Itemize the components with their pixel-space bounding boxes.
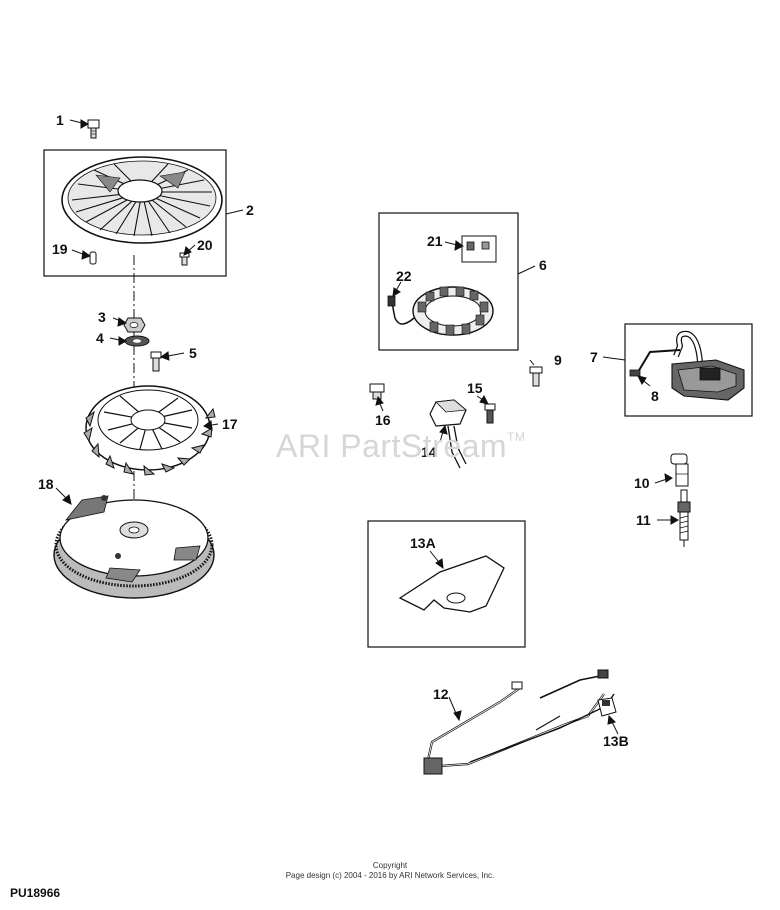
callout-4: 4 — [96, 330, 104, 346]
copyright-notice: Copyright Page design (c) 2004 - 2016 by… — [0, 861, 780, 881]
callout-9: 9 — [554, 352, 562, 368]
callout-20: 20 — [197, 237, 213, 253]
callout-15: 15 — [467, 380, 483, 396]
rectifier-icon — [429, 399, 467, 469]
callout-14: 14 — [421, 444, 437, 460]
callout-1: 1 — [56, 112, 64, 128]
copyright-line-1: Copyright — [372, 861, 408, 870]
spark-plug-icon — [677, 489, 691, 547]
callout-17: 17 — [222, 416, 238, 432]
blower-housing-box — [43, 149, 227, 277]
bolt-icon — [87, 119, 100, 139]
stator-box — [378, 212, 519, 351]
bolt-icon — [150, 351, 162, 372]
callout-22: 22 — [396, 268, 412, 284]
callout-6: 6 — [539, 257, 547, 273]
pin-icon — [89, 251, 97, 265]
stator-icon — [387, 286, 494, 336]
spark-plug-boot-icon — [670, 453, 689, 487]
nut-icon — [123, 317, 146, 333]
callout-13B: 13B — [603, 733, 629, 749]
diagram-reference-id: PU18966 — [10, 886, 61, 900]
callout-3: 3 — [98, 309, 106, 325]
bolt-icon — [484, 403, 496, 424]
watermark-trademark: TM — [507, 430, 526, 444]
fan-icon — [83, 385, 216, 476]
callout-7: 7 — [590, 349, 598, 365]
wiring-harness-icon — [423, 669, 615, 775]
callout-21: 21 — [427, 233, 443, 249]
callout-12: 12 — [433, 686, 449, 702]
watermark: ARI PartStreamTM — [276, 428, 525, 465]
callout-13A: 13A — [410, 535, 436, 551]
screws-set-icon — [461, 235, 497, 263]
ignition-coil-box — [624, 323, 753, 417]
callout-19: 19 — [52, 241, 68, 257]
blower-housing-icon — [61, 156, 223, 244]
leader-lines — [55, 119, 680, 735]
callout-2: 2 — [246, 202, 254, 218]
callout-8: 8 — [651, 388, 659, 404]
copyright-line-2: Page design (c) 2004 - 2016 by ARI Netwo… — [285, 871, 495, 880]
gasket-box — [367, 520, 526, 648]
callout-16: 16 — [375, 412, 391, 428]
connector-icon — [597, 697, 617, 717]
callout-10: 10 — [634, 475, 650, 491]
callout-11: 11 — [636, 512, 651, 528]
gasket-icon — [398, 555, 505, 613]
callout-labels: 1 2 19 20 3 4 5 17 18 21 22 6 9 7 8 15 1… — [38, 112, 659, 749]
washer-icon — [124, 335, 150, 347]
callout-5: 5 — [189, 345, 197, 361]
ignition-coil-icon — [629, 330, 745, 401]
callout-18: 18 — [38, 476, 54, 492]
screw-icon — [369, 383, 385, 400]
flywheel-icon — [53, 495, 215, 599]
bolt-icon — [529, 366, 543, 387]
watermark-text: ARI PartStream — [276, 428, 508, 464]
